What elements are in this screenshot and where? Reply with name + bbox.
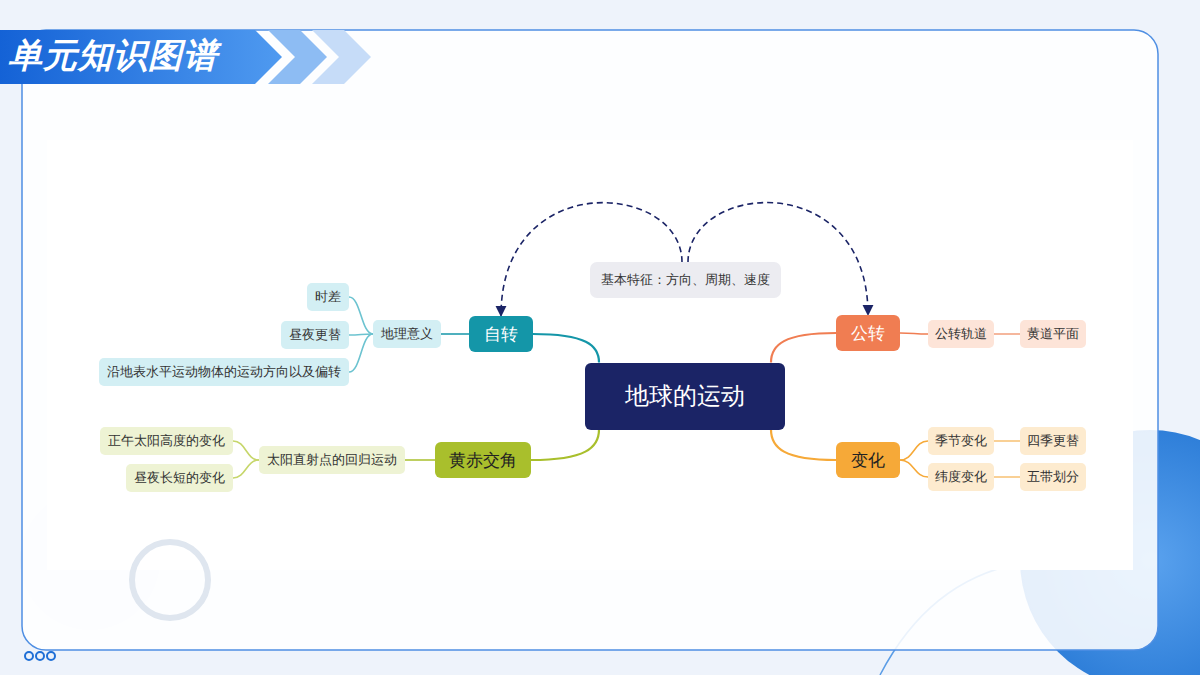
sub-topic: 太阳直射点的回归运动 <box>259 446 405 474</box>
topic-text: 五带划分 <box>1027 469 1079 485</box>
banner-chevron <box>268 30 327 84</box>
leaf-topic: 五带划分 <box>1020 463 1086 491</box>
branch-topic: 黄赤交角 <box>435 442 531 478</box>
feature-note: 基本特征：方向、周期、速度 <box>590 262 781 298</box>
leaf-topic: 昼夜更替 <box>281 321 349 349</box>
topic-text: 黄赤交角 <box>449 450 517 470</box>
topic-text: 基本特征：方向、周期、速度 <box>601 272 770 288</box>
branch-connector <box>900 333 928 334</box>
page-dot <box>47 652 55 660</box>
topic-text: 黄道平面 <box>1027 326 1079 342</box>
leaf-topic: 昼夜长短的变化 <box>126 464 233 492</box>
sub-topic: 季节变化 <box>928 427 994 455</box>
topic-text: 自转 <box>484 324 518 344</box>
banner-chevron <box>312 30 371 84</box>
page-dot <box>36 652 44 660</box>
branch-connector <box>233 441 259 460</box>
page-dot <box>25 652 33 660</box>
branch-connector <box>900 460 928 477</box>
topic-text: 地理意义 <box>381 326 433 342</box>
leaf-topic: 正午太阳高度的变化 <box>100 427 233 455</box>
topic-text: 公转 <box>851 323 885 343</box>
branch-connector <box>900 441 928 460</box>
topic-text: 沿地表水平运动物体的运动方向以及偏转 <box>107 364 341 380</box>
branch-connector <box>349 334 373 372</box>
topic-text: 变化 <box>851 450 885 470</box>
branch-connector <box>441 333 469 335</box>
branch-connector <box>405 459 435 461</box>
branch-connector <box>349 297 373 334</box>
sub-topic: 公转轨道 <box>928 320 994 348</box>
topic-text: 四季更替 <box>1027 433 1079 449</box>
branch-connector <box>531 430 599 460</box>
topic-text: 地球的运动 <box>625 382 745 411</box>
branch-connector <box>994 476 1020 478</box>
leaf-topic: 时差 <box>307 283 349 311</box>
branch-topic: 自转 <box>469 316 533 352</box>
sub-topic: 纬度变化 <box>928 463 994 491</box>
central-topic: 地球的运动 <box>585 363 785 430</box>
branch-connector <box>533 334 599 363</box>
branch-connector <box>994 440 1020 442</box>
dashed-arrow <box>501 203 682 316</box>
dashed-arrow <box>688 203 868 315</box>
topic-text: 公转轨道 <box>935 326 987 342</box>
topic-text: 昼夜长短的变化 <box>134 470 225 486</box>
leaf-topic: 沿地表水平运动物体的运动方向以及偏转 <box>99 358 349 386</box>
branch-connector <box>771 333 836 363</box>
topic-text: 昼夜更替 <box>289 327 341 343</box>
branch-connector <box>771 430 836 460</box>
slide-title: 单元知识图谱 <box>8 33 218 79</box>
topic-text: 正午太阳高度的变化 <box>108 433 225 449</box>
branch-topic: 变化 <box>836 442 900 478</box>
topic-text: 太阳直射点的回归运动 <box>267 452 397 468</box>
branch-topic: 公转 <box>836 315 900 351</box>
leaf-topic: 四季更替 <box>1020 427 1086 455</box>
mindmap-canvas <box>47 140 1133 570</box>
branch-connector <box>994 333 1020 335</box>
title-banner <box>0 30 282 84</box>
leaf-topic: 黄道平面 <box>1020 320 1086 348</box>
topic-text: 时差 <box>315 289 341 305</box>
content-panel <box>22 30 1158 650</box>
topic-text: 纬度变化 <box>935 469 987 485</box>
sub-topic: 地理意义 <box>373 320 441 348</box>
globe-watermark <box>132 542 208 618</box>
branch-connector <box>233 460 259 478</box>
topic-text: 季节变化 <box>935 433 987 449</box>
